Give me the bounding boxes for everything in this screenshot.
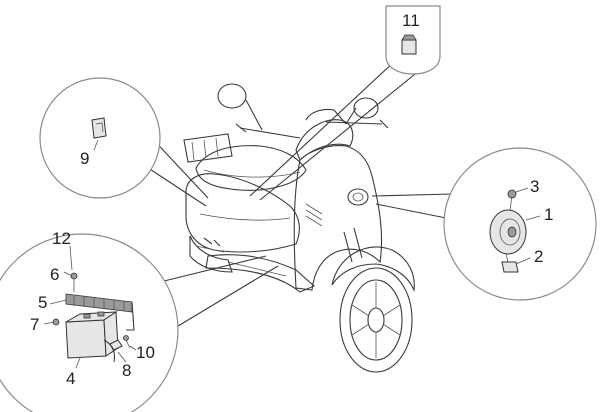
label-3: 3 [530,177,539,196]
label-5: 5 [38,293,47,312]
relay-part-icon [401,34,417,55]
battery-part-icon [65,311,119,359]
label-8: 8 [122,361,131,380]
label-11: 11 [402,11,420,30]
label-4: 4 [66,369,75,388]
label-10: 10 [136,343,155,362]
horn-part-icon [489,195,527,255]
label-9: 9 [80,149,89,168]
detail-circle-horn: 3 1 2 [371,147,597,301]
label-6: 6 [50,265,59,284]
screw-part-icon-10 [123,335,131,349]
detail-circle-bracket: 9 [39,77,209,207]
screw-part-icon-6 [70,272,78,292]
bracket-part-icon [91,117,107,139]
detail-circle-relay: 11 [249,5,441,201]
screw-part-icon [507,189,517,199]
label-2: 2 [534,247,543,266]
label-7: 7 [30,315,39,334]
battery-strap-icon [65,293,135,331]
detail-circle-battery: 12 6 5 7 10 8 4 [0,229,279,412]
bracket-plate-icon [501,253,519,273]
label-1: 1 [544,205,553,224]
label-12: 12 [52,229,71,248]
scooter-drawing [183,83,415,373]
cable-part-icon [103,339,123,363]
